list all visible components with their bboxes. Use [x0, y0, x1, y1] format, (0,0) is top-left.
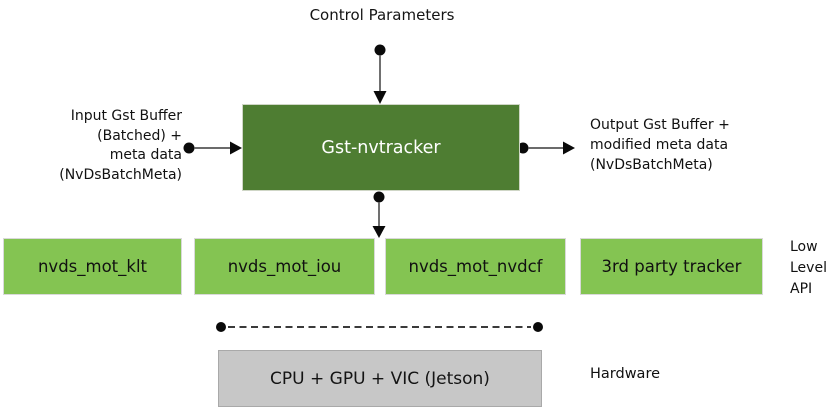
tracker-box-3rd-party: 3rd party tracker [580, 238, 763, 295]
connector-dot-icon [374, 44, 386, 56]
gst-nvtracker-box: Gst-nvtracker [242, 104, 520, 191]
input-buffer-label-line: (Batched) + [97, 127, 182, 144]
low-level-api-label-line: Low [790, 239, 818, 255]
output-buffer-arrow [517, 141, 575, 155]
low-level-api-label: Low Level API [790, 237, 840, 300]
input-buffer-arrow [183, 141, 242, 155]
arrowhead-right-icon [230, 141, 242, 155]
control-parameters-label: Control Parameters [309, 6, 455, 24]
arrowhead-down-icon [373, 91, 387, 104]
hardware-dashed-connector [216, 322, 543, 332]
low-level-api-label-line: API [790, 281, 813, 297]
connector-dot-icon [216, 322, 226, 332]
tracker-box-nvds-mot-nvdcf: nvds_mot_nvdcf [385, 238, 566, 295]
connector-dot-icon [373, 191, 385, 203]
low-level-api-label-line: Level [790, 260, 827, 276]
output-buffer-label-line: modified meta data [590, 137, 729, 153]
tracker-box-label: nvds_mot_klt [37, 257, 148, 276]
output-buffer-label-line: (NvDsBatchMeta) [590, 157, 713, 173]
gst-nvtracker-box-label: Gst-nvtracker [321, 137, 441, 158]
tracker-box-label: 3rd party tracker [601, 257, 742, 276]
input-buffer-label: Input Gst Buffer (Batched) + meta data (… [22, 107, 182, 185]
hardware-box-label: CPU + GPU + VIC (Jetson) [270, 368, 490, 389]
output-buffer-label-line: Output Gst Buffer + [590, 117, 730, 133]
tracker-box-label: nvds_mot_iou [227, 257, 342, 276]
hardware-label: Hardware [590, 366, 661, 382]
arrowhead-down-icon [372, 226, 386, 238]
tracker-box-label: nvds_mot_nvdcf [408, 257, 543, 276]
input-buffer-label-line: (NvDsBatchMeta) [59, 166, 182, 183]
connector-dot-icon [183, 142, 195, 154]
tracker-box-nvds-mot-klt: nvds_mot_klt [3, 238, 182, 295]
input-buffer-label-line: meta data [109, 147, 182, 163]
hardware-box: CPU + GPU + VIC (Jetson) [218, 350, 542, 407]
control-parameters-connector [373, 44, 387, 104]
low-level-api-arrow [372, 191, 386, 238]
output-buffer-label: Output Gst Buffer + modified meta data (… [590, 115, 780, 175]
arrowhead-right-icon [563, 141, 575, 155]
tracker-box-nvds-mot-iou: nvds_mot_iou [194, 238, 375, 295]
connector-dot-icon [533, 322, 543, 332]
input-buffer-label-line: Input Gst Buffer [70, 108, 182, 124]
